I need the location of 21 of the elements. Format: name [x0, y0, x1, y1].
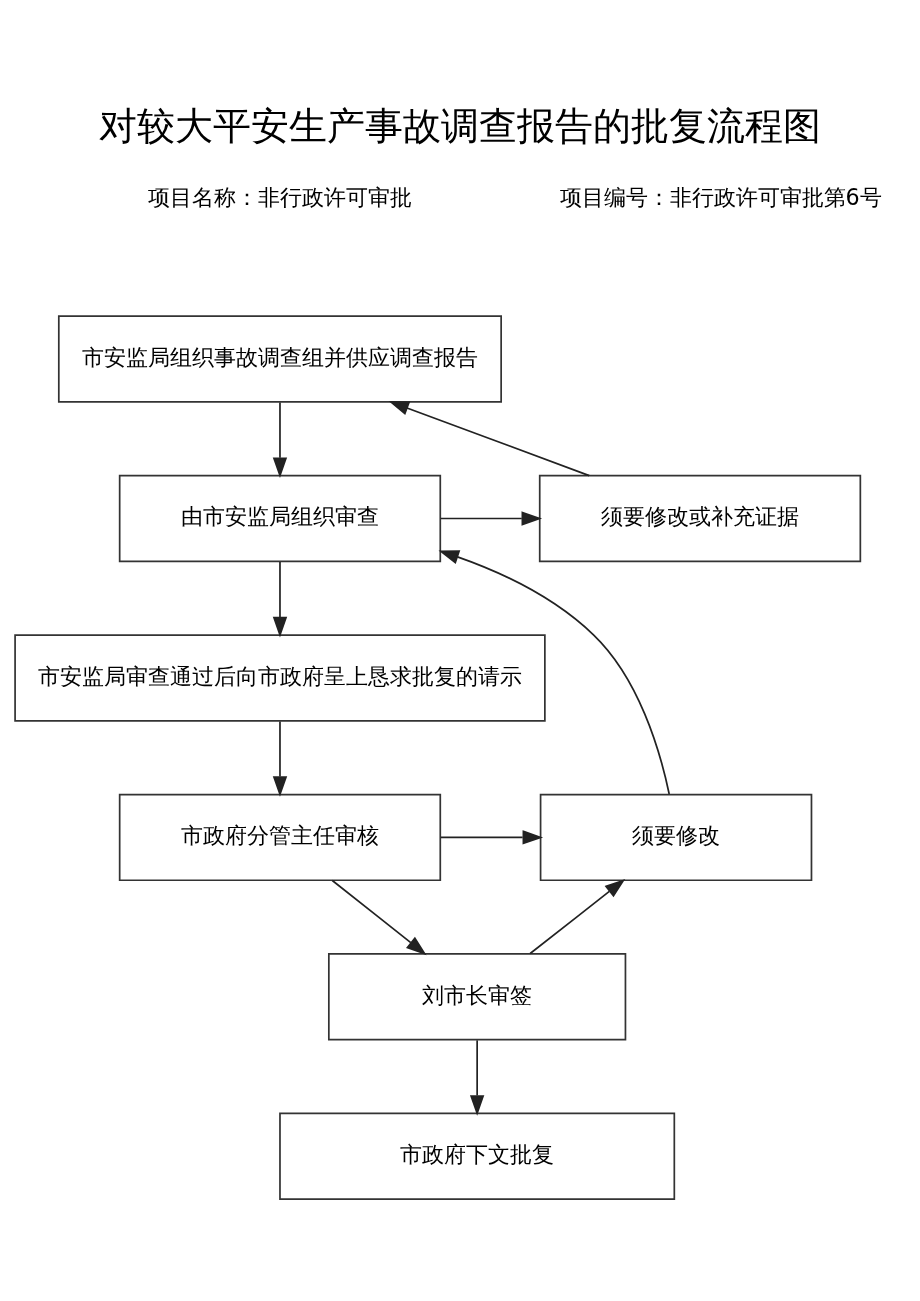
arrow — [439, 511, 543, 526]
arrow — [438, 550, 671, 795]
arrow — [272, 401, 288, 478]
arrow — [331, 879, 427, 956]
arrow — [388, 401, 591, 477]
label: 项目名称：非行政许可审批 — [147, 184, 412, 211]
node-box: 市政府下文批复 — [279, 1112, 676, 1200]
node-box: 市安监局审查通过后向市政府呈上恳求批复的请示 — [14, 634, 546, 722]
node-box: 市政府分管主任审核 — [118, 793, 442, 882]
node-box: 刘市长审签 — [328, 953, 627, 1041]
arrow — [272, 720, 288, 797]
node-box: 须要修改 — [539, 793, 813, 882]
arrow — [440, 830, 544, 845]
node-box: 市安监局组织事故调查组并供应调查报告 — [57, 315, 502, 403]
arrow — [469, 1039, 485, 1116]
node-box: 由市安监局组织审查 — [118, 474, 442, 563]
diagram-title: 对较大平安生产事故调查报告的批复流程图 — [99, 103, 821, 148]
arrow — [529, 878, 626, 955]
label: 项目编号：非行政许可审批第6号 — [559, 184, 882, 211]
arrow — [272, 561, 288, 638]
node-box: 须要修改或补充证据 — [538, 474, 862, 563]
